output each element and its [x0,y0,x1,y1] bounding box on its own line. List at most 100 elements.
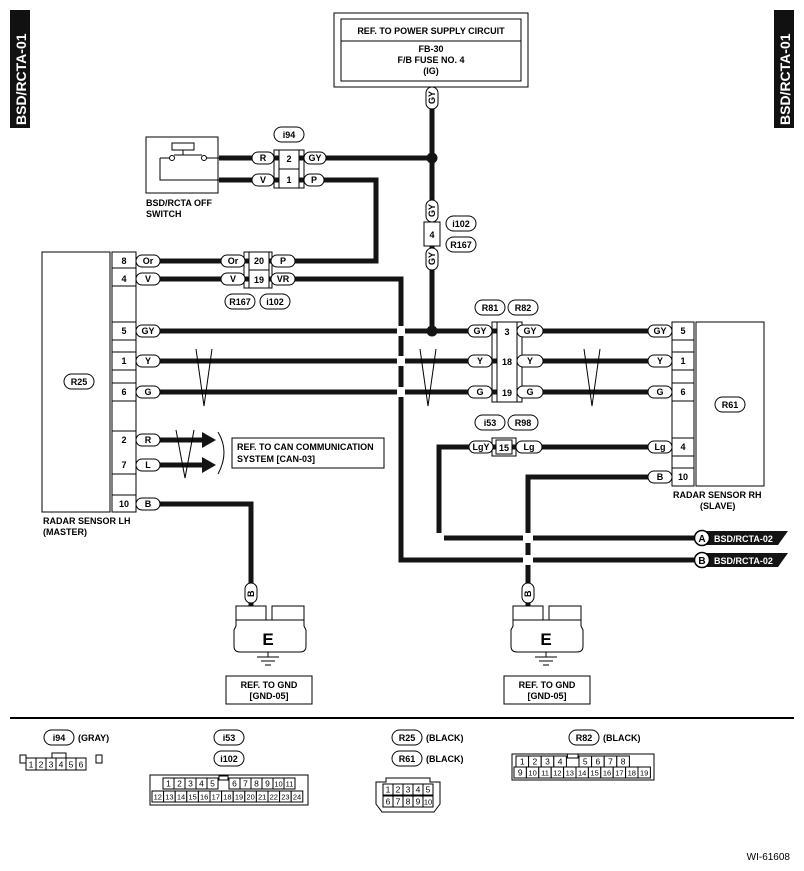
legend-i53-id: i53 [223,733,236,743]
wl-y-1: Y [145,356,151,366]
legend-pin-number: 4 [199,779,204,789]
legend-r25-color: (BLACK) [426,733,464,743]
legend-pin-number: 18 [628,769,636,778]
legend-pin-number: 15 [188,793,196,802]
page-tag-right-text: BSD/RCTA-01 [777,33,793,125]
r61-id: R61 [722,400,739,410]
r82-pin-19: 19 [502,388,512,398]
ground-right: E REF. TO GND [GND-05] [503,605,591,705]
power-box-title: REF. TO POWER SUPPLY CIRCUIT [357,26,505,36]
legend-pin-number: 1 [166,779,171,789]
lh-pin-5: 5 [121,326,126,336]
power-box-line3: (IG) [423,66,439,76]
radar-rh-pins: 5 1 6 4 10 [672,326,694,482]
legend-pin-number: 18 [223,793,231,802]
i53-pin-15: 15 [499,443,509,453]
radar-rh-label-2: (SLAVE) [700,501,735,511]
wl-b-v2: B [523,590,533,597]
can-reference: REF. TO CAN COMMUNICATION SYSTEM [CAN-03… [231,437,385,469]
r167-pin-20: 20 [254,256,264,266]
wl-y-4: Y [657,356,663,366]
wl-g-1: G [144,387,151,397]
legend-pin-number: 16 [603,769,611,778]
lh-pin-2: 2 [121,435,126,445]
gnd-left-ref-2: [GND-05] [249,691,288,701]
wire-labels: R V GY P Or V Or V P VR GY Y G R L B GY … [135,151,673,511]
offpage-b: B BSD/RCTA-02 [693,551,788,569]
legend-pin-number: 3 [406,785,411,795]
legend-pin-number: 23 [281,793,289,802]
r25-id: R25 [71,377,88,387]
legend-pin-number: 19 [640,769,648,778]
legend-pin-number: 13 [165,793,173,802]
legend-pin-number: 11 [541,769,549,778]
legend-pin-number: 7 [608,757,613,767]
wl-gy-2: GY [141,326,154,336]
wl-g-3: G [526,387,533,397]
wl-or-1: Or [143,256,154,266]
legend-pin-number: 17 [212,793,220,802]
power-box-line2: F/B FUSE NO. 4 [397,55,464,65]
legend-pin-number: 1 [29,760,34,770]
can-arrow-2 [202,457,216,473]
i102-id-2: i102 [266,297,284,307]
legend-pin-number: 8 [406,797,411,807]
wl-gy-v2: GY [427,204,437,217]
switch-label-1: BSD/RCTA OFF [146,198,212,208]
ground-right-letter: E [540,630,551,649]
legend-pin-number: 2 [39,760,44,770]
legend-r82-color: (BLACK) [603,733,641,743]
off-switch: BSD/RCTA OFF SWITCH [145,136,219,219]
r82-pin-3: 3 [504,327,509,337]
offpage-b-label: BSD/RCTA-02 [714,556,773,566]
gnd-right-ref-2: [GND-05] [527,691,566,701]
rh-pin-1: 1 [680,356,685,366]
legend-pin-number: 5 [583,757,588,767]
legend-r25-id: R25 [399,733,416,743]
legend-pin-cell [637,766,651,779]
legend-r82-id: R82 [576,733,593,743]
wl-or-2: Or [228,256,239,266]
wl-gy-1: GY [308,153,321,163]
legend-pin-number: 2 [396,785,401,795]
wl-vr: VR [277,274,290,284]
wl-gy-v1: GY [427,91,437,104]
legend-pin-number: 14 [578,769,586,778]
lh-pin-10: 10 [119,499,129,509]
legend-key-gap [218,775,229,781]
legend-pin-number: 7 [396,797,401,807]
wl-r-2: R [145,435,152,445]
wl-v-3: V [230,274,236,284]
wl-l: L [145,460,151,470]
connector-i102-vertical: 4 i102 R167 [423,215,477,253]
legend-pin-number: 5 [69,760,74,770]
legend-pin-number: 24 [293,793,301,802]
offpage-a-letter: A [698,534,705,545]
legend-pin-number: 6 [596,757,601,767]
radar-sensor-rh: R61 RADAR SENSOR RH (SLAVE) [671,321,765,511]
legend-i94-id: i94 [53,733,66,743]
i53-id: i53 [484,418,497,428]
legend-pin-number: 21 [258,793,266,802]
legend-pin-number: 4 [558,757,563,767]
i94-pin-2: 2 [286,154,291,164]
legend-pin-number: 9 [518,768,523,778]
legend-pin-number: 6 [232,779,237,789]
r82-pin-18: 18 [502,357,512,367]
legend-pin-number: 14 [177,793,185,802]
legend-pin-number: 9 [416,797,421,807]
connector-i53: 15 i53 R98 [474,414,539,457]
legend-pin-number: 4 [416,785,421,795]
radar-rh-label-1: RADAR SENSOR RH [673,490,762,500]
radar-lh-label-1: RADAR SENSOR LH [43,516,131,526]
wl-p-1: P [311,175,317,185]
connector-r82: 3 18 19 R81 R82 [474,299,539,403]
wire-crossings [397,326,533,565]
wl-gy-5: GY [653,326,666,336]
legend-pin-number: 11 [286,780,294,789]
r82-id: R82 [515,303,532,313]
lh-pin-7: 7 [121,460,126,470]
